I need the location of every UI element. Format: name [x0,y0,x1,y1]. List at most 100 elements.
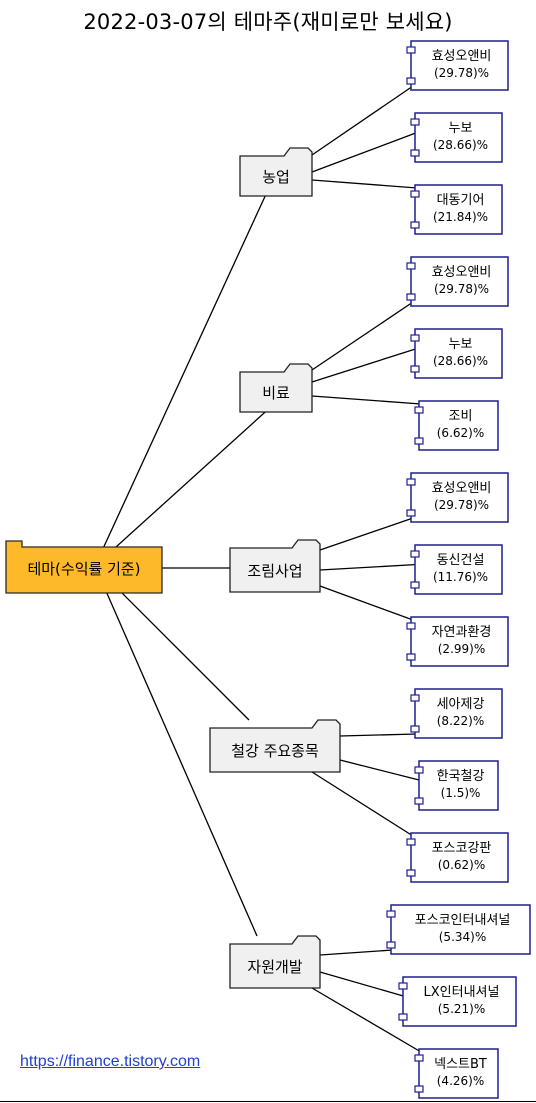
stock-name: 동신건설 [437,553,485,568]
stock-name: 조비 [449,409,473,424]
component-port-icon [406,653,416,661]
theme-folder-node: 자원개발 [229,935,321,989]
stock-component-node: 포스코인터내셔널 (5.34)% [386,904,531,955]
stock-return-pct: (4.26)% [437,1074,484,1088]
root-folder-node: 테마(수익률 기준) [5,540,163,594]
component-port-icon [410,365,420,373]
component-port-icon [410,550,420,558]
theme-folder-node: 철강 주요종목 [209,719,341,773]
stock-component-node: 효성오앤비 (29.78)% [406,40,509,91]
stock-return-pct: (11.76)% [433,570,488,584]
edge-root-theme [94,411,266,567]
component-port-icon [410,149,420,157]
component-port-icon [414,797,424,805]
stock-component-node: 효성오앤비 (29.78)% [406,472,509,523]
component-port-icon [406,46,416,54]
stock-return-pct: (5.34)% [439,930,486,944]
nodes: 테마(수익률 기준)농업효성오앤비(29.78)%누보(28.66)%대동기어(… [5,40,531,1099]
stock-name: 넥스트BT [434,1057,487,1072]
stock-component-node: 대동기어 (21.84)% [410,184,503,235]
stock-component-node: 세아제강 (8.22)% [410,688,503,739]
stock-component-node: 누보 (28.66)% [410,328,503,379]
stock-return-pct: (2.99)% [438,642,485,656]
stock-name: 포스코인터내셔널 [415,913,511,928]
component-port-icon [406,869,416,877]
theme-folder-label: 조림사업 [247,562,302,580]
component-port-icon [406,622,416,630]
edge-theme-stock [319,971,406,998]
edge-root-theme [94,565,258,937]
component-port-icon [406,509,416,517]
component-port-icon [410,725,420,733]
stock-name: 효성오앤비 [432,481,492,496]
stock-return-pct: (21.84)% [433,210,488,224]
bottom-rule [0,1101,536,1102]
stock-name: 한국철강 [437,769,485,784]
component-port-icon [406,478,416,486]
edge-theme-stock [311,987,422,1053]
component-port-icon [410,694,420,702]
stock-return-pct: (0.62)% [438,858,485,872]
stock-name: 효성오앤비 [432,49,492,64]
component-port-icon [410,221,420,229]
diagram-title: 2022-03-07의 테마주(재미로만 보세요) [83,10,453,34]
stock-return-pct: (5.21)% [438,1002,485,1016]
edge-theme-stock [319,949,394,956]
stock-component-node: 자연과환경 (2.99)% [406,616,509,667]
edge-theme-stock [319,585,414,621]
theme-folder-node: 농업 [239,147,313,197]
stock-return-pct: (1.5)% [441,786,481,800]
stock-name: 포스코강판 [432,841,492,856]
theme-folder-label: 비료 [262,384,290,402]
component-port-icon [410,190,420,198]
component-port-icon [414,1085,424,1093]
stock-return-pct: (29.78)% [434,282,489,296]
component-port-icon [398,1013,408,1021]
edge-theme-stock [339,759,422,782]
edge-theme-stock [311,85,414,156]
stock-name: 세아제강 [437,697,485,712]
component-port-icon [414,406,424,414]
stock-component-node: 한국철강 (1.5)% [414,760,499,811]
stock-component-node: 조비 (6.62)% [414,400,499,451]
theme-folder-label: 농업 [262,168,290,186]
component-port-icon [410,334,420,342]
stock-component-node: 동신건설 (11.76)% [410,544,503,595]
component-port-icon [406,77,416,85]
component-port-icon [398,982,408,990]
theme-folder-node: 비료 [239,363,313,413]
stock-return-pct: (29.78)% [434,498,489,512]
stock-component-node: 효성오앤비(29.78)% [406,256,509,307]
stock-name: 누보 [449,121,473,136]
stock-name: 대동기어 [437,193,485,208]
edge-theme-stock [319,563,418,571]
edge-theme-stock [311,347,418,383]
stock-return-pct: (8.22)% [437,714,484,728]
component-port-icon [406,293,416,301]
component-port-icon [414,437,424,445]
component-port-icon [406,262,416,270]
edge-theme-stock [319,517,414,551]
edge-theme-stock [311,131,418,173]
edge-theme-stock [311,301,414,371]
footer-link[interactable]: https://finance.tistory.com [20,1053,201,1070]
component-port-icon [414,1054,424,1062]
edge-theme-stock [339,733,418,737]
component-port-icon [410,581,420,589]
root-folder-label: 테마(수익률 기준) [27,560,140,578]
component-port-icon [410,118,420,126]
stock-name: LX인터내셔널 [424,985,500,1000]
stock-return-pct: (6.62)% [437,426,484,440]
theme-folder-node: 조림사업 [229,539,321,593]
edge-theme-stock [311,395,422,405]
theme-folder-label: 철강 주요종목 [231,742,319,760]
component-port-icon [414,766,424,774]
component-port-icon [406,838,416,846]
stock-return-pct: (29.78)% [434,66,489,80]
stock-name: 누보 [449,337,473,352]
component-port-icon [386,941,396,949]
stock-return-pct: (28.66)% [433,354,488,368]
component-port-icon [386,910,396,918]
stock-component-node: 누보(28.66)% [410,112,503,163]
stock-name: 자연과환경 [432,625,492,640]
